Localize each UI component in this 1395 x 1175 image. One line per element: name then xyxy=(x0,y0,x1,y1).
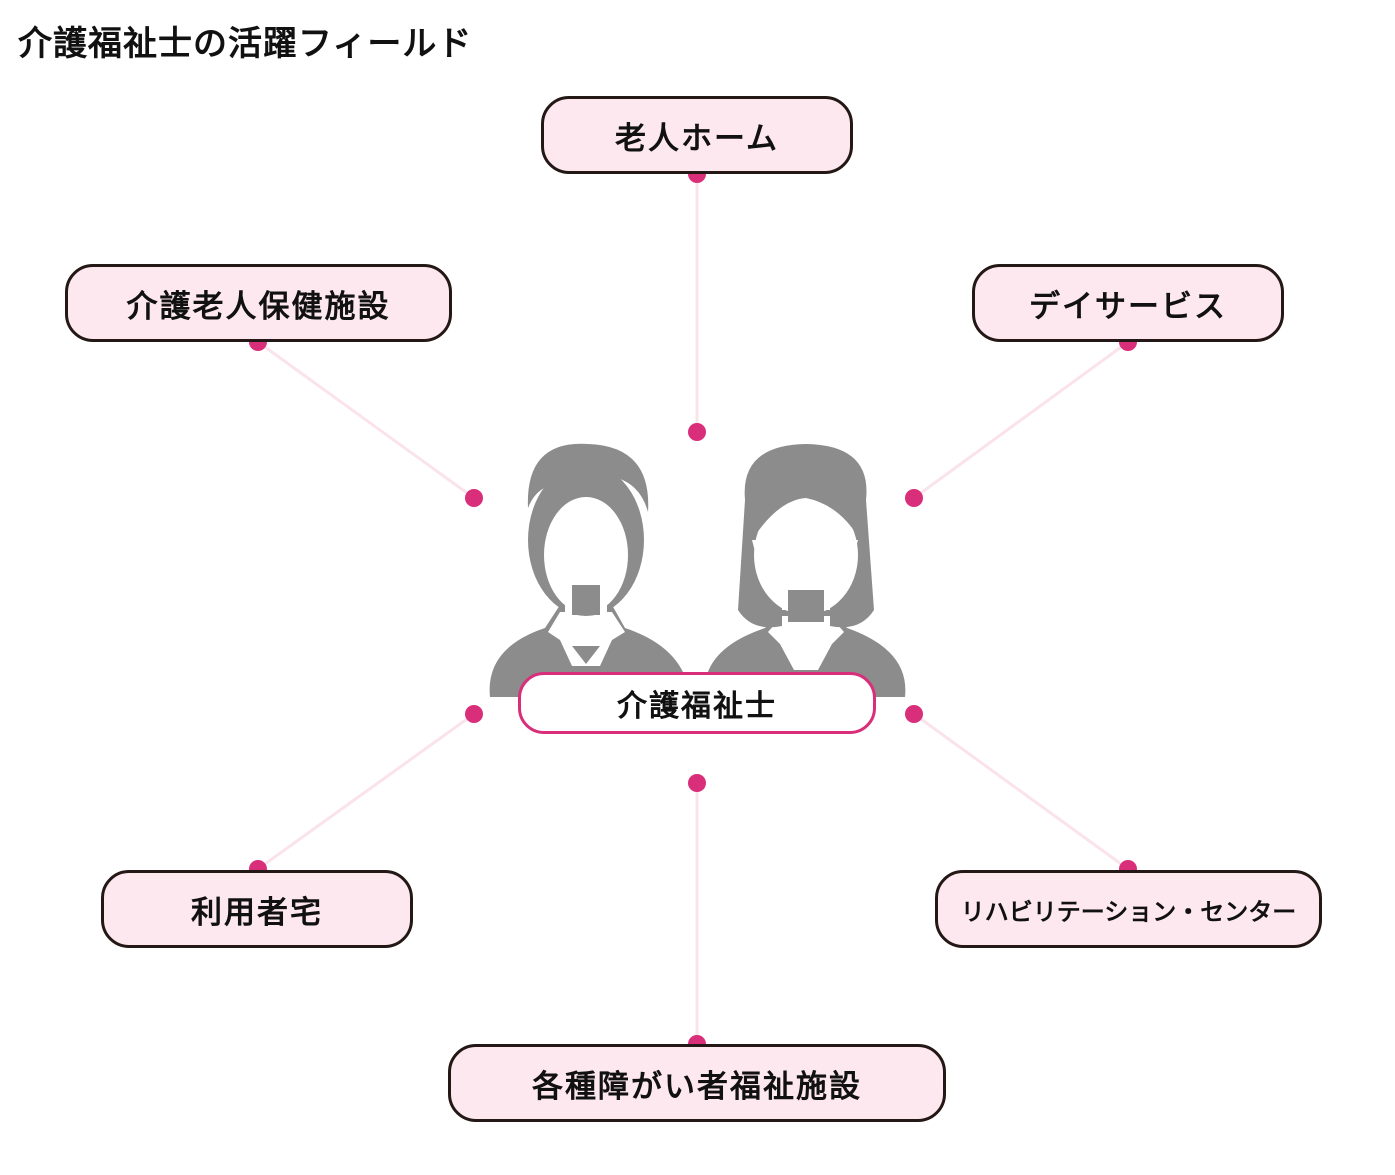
center-label-care-worker: 介護福祉士 xyxy=(518,672,876,734)
connector-dot-upper-left-inner xyxy=(465,489,483,507)
connector-dot-top-inner xyxy=(688,423,706,441)
node-geriatric-health-facility: 介護老人保健施設 xyxy=(65,264,452,342)
connector-dot-bottom-inner xyxy=(688,774,706,792)
node-label: 介護老人保健施設 xyxy=(126,288,391,325)
female-caregiver-icon xyxy=(704,444,906,697)
connector-dot-lower-right-inner xyxy=(905,705,923,723)
node-day-service: デイサービス xyxy=(972,264,1284,342)
node-disability-welfare-facility: 各種障がい者福祉施設 xyxy=(448,1044,946,1122)
center-label: 介護福祉士 xyxy=(617,689,777,724)
male-caregiver-icon xyxy=(489,443,690,697)
connector-line-upper-left xyxy=(257,340,475,500)
connector-dot-lower-left-inner xyxy=(465,705,483,723)
connector-line-lower-right xyxy=(913,712,1129,871)
connector-line-lower-left xyxy=(257,712,475,871)
connector-dot-upper-right-inner xyxy=(905,489,923,507)
node-users-home: 利用者宅 xyxy=(101,870,413,948)
node-label: リハビリテーション・センター xyxy=(960,897,1297,926)
node-nursing-home: 老人ホーム xyxy=(541,96,853,174)
node-label: 各種障がい者福祉施設 xyxy=(532,1068,862,1105)
node-label: デイサービス xyxy=(1029,288,1227,325)
node-label: 利用者宅 xyxy=(191,894,323,931)
page-title: 介護福祉士の活躍フィールド xyxy=(18,24,473,64)
node-rehabilitation-center: リハビリテーション・センター xyxy=(935,870,1322,948)
connector-line-upper-right xyxy=(913,340,1129,500)
node-label: 老人ホーム xyxy=(614,120,780,157)
